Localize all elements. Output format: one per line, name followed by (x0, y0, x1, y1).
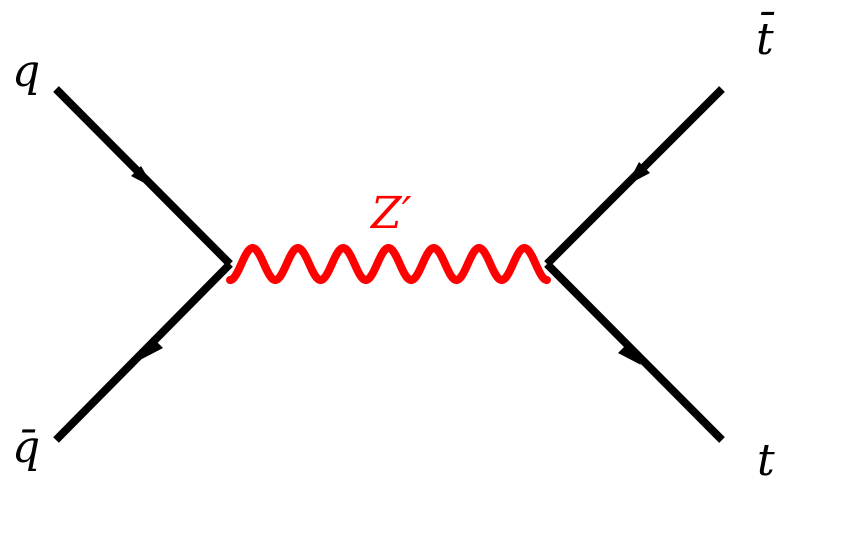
quark-arrow (131, 166, 154, 188)
antiquark-line-incoming (53, 261, 233, 443)
antiquark-label: q̄ (12, 422, 40, 473)
antiquark-arrow (140, 337, 163, 360)
top-arrow (618, 343, 641, 365)
top-line-outgoing (544, 261, 725, 443)
quark-label: q (12, 46, 40, 97)
top-label: t (757, 435, 775, 486)
antitop-arrow (627, 162, 650, 185)
antitop-label: t̄ (756, 10, 774, 65)
z-prime-boson-propagator (226, 244, 551, 284)
z-prime-label: Z′ (369, 188, 412, 239)
